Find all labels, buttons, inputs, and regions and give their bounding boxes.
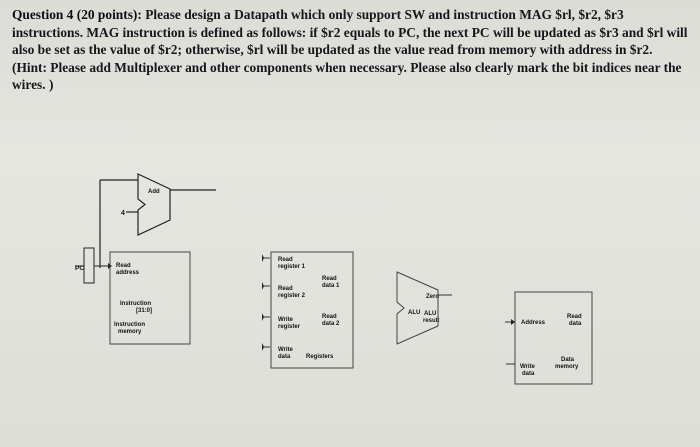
alu-zero: Zero [426,294,439,300]
reg-write-reg-line1: Write [278,317,294,323]
dm-read-data-line1: Read [567,314,582,320]
question-body: Please design a Datapath which only supp… [12,7,688,93]
reg-read-data1-line2: data 1 [322,283,340,289]
im-instruction-line2: [31:0] [136,308,152,314]
reg-read-reg2-line2: register 2 [278,293,306,299]
reg-read-reg1-line1: Read [278,257,293,263]
reg-read-data2-line1: Read [322,314,337,320]
reg-read-reg1-line2: register 1 [278,264,306,270]
instruction-memory [109,251,191,345]
adder-input-four: 4 [121,210,125,217]
question-title: Question 4 (20 points): [12,7,146,22]
register-file [262,251,354,369]
dm-name-line2: memory [555,364,579,370]
reg-name: Registers [306,354,334,360]
dm-write-data-line2: data [522,371,535,377]
pc-label: PC [75,265,84,272]
adder-label: Add [148,189,160,195]
pc-register [75,247,112,284]
im-name-line1: Instruction [114,322,145,328]
alu-result-line1: ALU [424,311,436,317]
dm-write-data-line1: Write [520,364,536,370]
alu-label-left: ALU [408,310,420,316]
data-memory [505,291,593,385]
question-text: Question 4 (20 points): Please design a … [12,6,688,94]
datapath-diagram: Add 4 PC Read address Instruction [31:0]… [0,140,700,447]
im-instruction-line1: Instruction [120,301,151,307]
im-name-line2: memory [118,329,142,335]
dm-read-data-line2: data [569,321,582,327]
reg-write-reg-line2: register [278,324,301,330]
im-read-address-line1: Read [116,263,131,269]
adder [99,173,216,268]
reg-read-reg2-line1: Read [278,286,293,292]
alu-result-line2: result [423,318,439,324]
reg-write-data-line2: data [278,354,291,360]
reg-read-data1-line1: Read [322,276,337,282]
im-read-address-line2: address [116,270,140,276]
reg-write-data-line1: Write [278,347,294,353]
reg-read-data2-line2: data 2 [322,321,340,327]
dm-name-line1: Data [561,357,575,363]
dm-address: Address [521,320,546,326]
alu [396,271,452,345]
